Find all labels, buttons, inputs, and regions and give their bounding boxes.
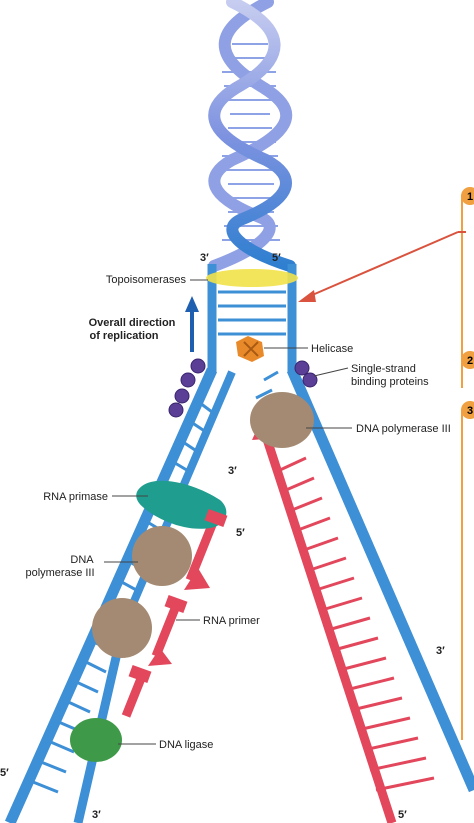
dna-polymerase-iii-leading	[250, 392, 314, 448]
strand-end-top-left: 3′	[200, 252, 209, 264]
label-dna-polymerase-iii-left-line1: DNA	[70, 554, 94, 566]
replication-direction-arrowhead	[185, 296, 199, 312]
rna-primer-block-2	[164, 594, 188, 614]
label-rna-primase: RNA primase	[43, 491, 108, 503]
okazaki-fragment-2	[151, 604, 181, 658]
leading-strand	[259, 428, 397, 823]
right-arm-short-rungs	[255, 370, 279, 400]
label-dna-polymerase-iii-right: DNA polymerase III	[356, 423, 451, 435]
helix-backbone-back	[208, 0, 293, 272]
single-strand-binding-proteins-right	[294, 360, 318, 388]
step-3-bracket	[461, 409, 472, 740]
single-strand-binding-proteins-left	[168, 358, 206, 418]
okazaki-arrowhead-1	[184, 568, 210, 590]
left-arm-outer-backbone	[4, 367, 218, 823]
label-pointer-lines	[104, 279, 352, 745]
label-overall-direction-line1: Overall direction	[89, 317, 176, 329]
right-arm-template-backbone	[286, 367, 474, 793]
rna-primer-block-1	[204, 508, 228, 528]
double-helix	[208, 0, 296, 272]
label-rna-primer: RNA primer	[203, 615, 260, 627]
step-3-number: 3	[467, 405, 473, 417]
dna-polymerase-iii-lagging	[132, 526, 192, 586]
topoisomerase-ring	[206, 269, 298, 287]
strand-end-top-right: 5′	[272, 252, 281, 264]
label-ssb-line2: binding proteins	[351, 376, 429, 388]
okazaki-fragment-3	[121, 674, 147, 718]
rna-primer-block-3	[128, 664, 152, 684]
rna-primase-enzyme	[136, 480, 227, 529]
okazaki-arrowhead-2	[148, 648, 172, 666]
step-1-pointer-arrowhead	[298, 290, 316, 302]
strand-end-lagging-5: 5′	[236, 527, 245, 539]
step-1-number: 1	[467, 191, 473, 203]
label-ssb-line1: Single-strand	[351, 363, 416, 375]
label-topoisomerases: Topoisomerases	[106, 274, 187, 286]
strand-end-leading-3: 3′	[228, 465, 237, 477]
step-2-number: 2	[467, 355, 473, 367]
label-helicase: Helicase	[311, 343, 353, 355]
label-overall-direction-line2: of replication	[89, 330, 158, 342]
dna-polymerase-iii-lagging-2	[92, 598, 152, 658]
helix-backbone-front	[208, 0, 296, 272]
left-fork-arm	[4, 367, 236, 823]
right-fork-arm	[252, 367, 474, 823]
label-dna-polymerase-iii-left-line2: polymerase III	[25, 567, 94, 579]
step-markers: 1 2 3	[461, 187, 474, 740]
parental-rungs	[218, 290, 286, 336]
strand-end-bottom-left-3: 3′	[92, 809, 101, 821]
step-2-circle	[461, 351, 474, 369]
strand-end-bottom-right-5: 5′	[398, 809, 407, 821]
label-dna-ligase: DNA ligase	[159, 739, 213, 751]
right-arm-rungs	[279, 456, 435, 792]
step-3-circle	[461, 401, 474, 419]
helicase-x-mark	[243, 341, 259, 357]
step-1-circle	[461, 187, 474, 205]
strand-end-left-edge-5: 5′	[0, 767, 9, 779]
strand-end-right-mid-3: 3′	[436, 645, 445, 657]
dna-ligase-enzyme	[70, 718, 122, 762]
step-1-pointer-line	[309, 231, 459, 297]
okazaki-fragment-1	[185, 518, 219, 582]
